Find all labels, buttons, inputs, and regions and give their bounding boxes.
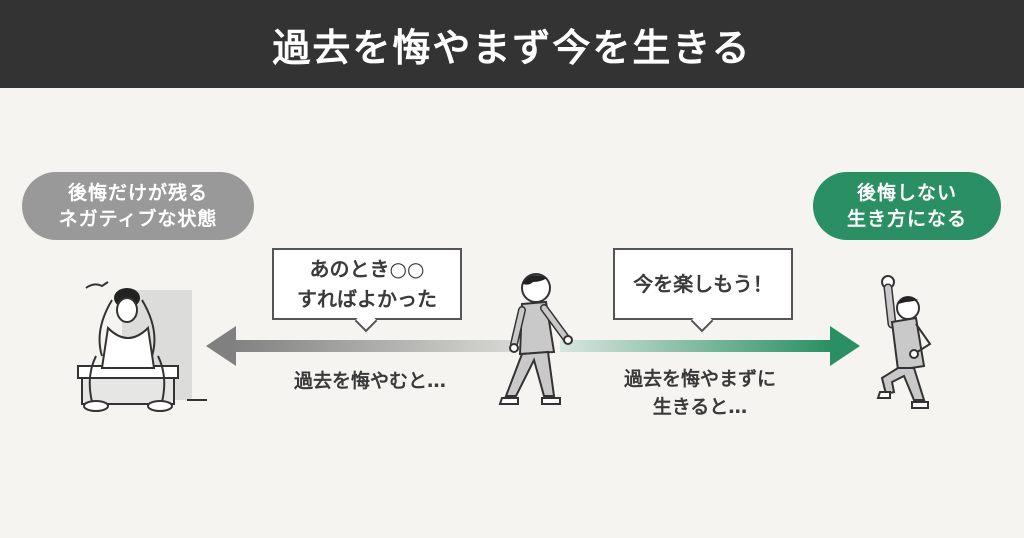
bubble-line: 今を楽しもう！	[633, 272, 773, 296]
badge-line: ネガティブな状態	[58, 208, 218, 230]
cheering-figure-icon	[876, 275, 932, 409]
sitting-head-in-hands-figure-icon	[77, 281, 207, 412]
regret-speech-bubble: あのとき○○ すればよかった	[272, 248, 462, 320]
caption-line: 生きると…	[652, 396, 748, 418]
page-title: 過去を悔やまず今を生きる	[272, 25, 752, 70]
no-regret-caption: 過去を悔やまずに 生きると…	[605, 365, 795, 421]
header-bar: 過去を悔やまず今を生きる	[0, 0, 1024, 88]
positive-state-badge: 後悔しない 生き方になる	[813, 172, 1001, 240]
negative-arrow-shaft	[230, 340, 510, 352]
badge-line: 生き方になる	[846, 208, 967, 230]
caption-line: 過去を悔やまずに	[623, 368, 776, 390]
walking-figure-icon	[498, 273, 573, 405]
badge-line: 後悔しない	[856, 182, 957, 204]
arrow-right-icon	[830, 326, 860, 366]
positive-arrow-shaft	[560, 340, 832, 352]
bubble-line: すればよかった	[297, 287, 437, 311]
bubble-line: あのとき○○	[309, 257, 425, 281]
negative-state-badge: 後悔だけが残る ネガティブな状態	[22, 172, 254, 240]
enjoy-speech-bubble: 今を楽しもう！	[613, 248, 793, 320]
badge-line: 後悔だけが残る	[67, 182, 208, 204]
regret-caption: 過去を悔やむと…	[293, 370, 446, 392]
arrow-left-icon	[206, 326, 236, 366]
